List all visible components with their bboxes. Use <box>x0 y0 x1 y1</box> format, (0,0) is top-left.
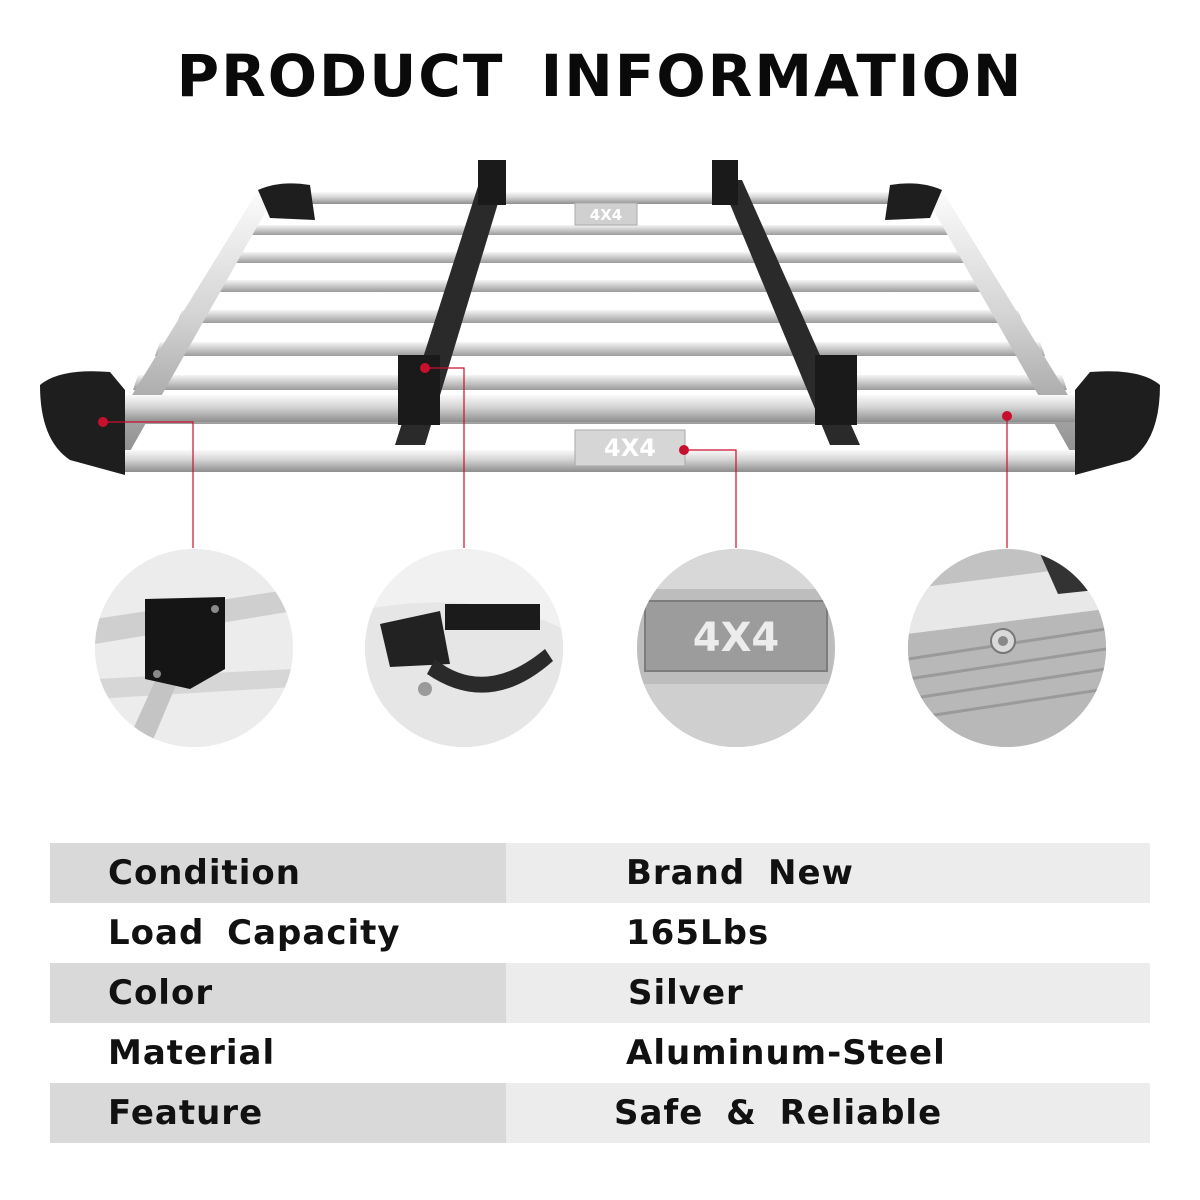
roof-rack-illustration: 4X4 4X4 <box>40 160 1160 548</box>
spec-value: Safe & Reliable <box>506 1083 1150 1143</box>
rack-slats <box>112 225 1088 424</box>
spec-value: 165Lbs <box>506 903 1150 963</box>
bolt-icon <box>908 549 1106 747</box>
callout-dots <box>98 363 1012 455</box>
badge-text: 4X4 <box>693 615 780 661</box>
rack-badge-front: 4X4 <box>604 434 656 462</box>
detail-corner-cap <box>95 549 293 747</box>
spec-value: Brand New <box>506 843 1150 903</box>
page-title: PRODUCT INFORMATION <box>176 42 1024 110</box>
spec-label: Load Capacity <box>50 903 506 963</box>
corner-cap-icon <box>95 549 293 747</box>
spec-row-load-capacity: Load Capacity 165Lbs <box>50 903 1150 963</box>
spec-value: Aluminum-Steel <box>506 1023 1150 1083</box>
callout-lines <box>103 367 1008 548</box>
detail-4x4-badge: 4X4 <box>637 549 835 747</box>
spec-row-color: Color Silver <box>50 963 1150 1023</box>
detail-mounting-clamp <box>365 549 563 747</box>
clamp-icon <box>365 549 563 747</box>
spec-label: Material <box>50 1023 506 1083</box>
spec-label: Feature <box>50 1083 506 1143</box>
spec-table: Condition Brand New Load Capacity 165Lbs… <box>50 843 1150 1143</box>
spec-row-feature: Feature Safe & Reliable <box>50 1083 1150 1143</box>
roof-rack-image: 4X4 4X4 <box>0 140 1200 580</box>
detail-rail-bolt <box>908 549 1106 747</box>
rack-badge-back: 4X4 <box>590 206 622 224</box>
spec-value: Silver <box>506 963 1150 1023</box>
spec-label: Color <box>50 963 506 1023</box>
spec-label: Condition <box>50 843 506 903</box>
badge-icon: 4X4 <box>637 549 835 747</box>
spec-row-material: Material Aluminum-Steel <box>50 1023 1150 1083</box>
spec-row-condition: Condition Brand New <box>50 843 1150 903</box>
